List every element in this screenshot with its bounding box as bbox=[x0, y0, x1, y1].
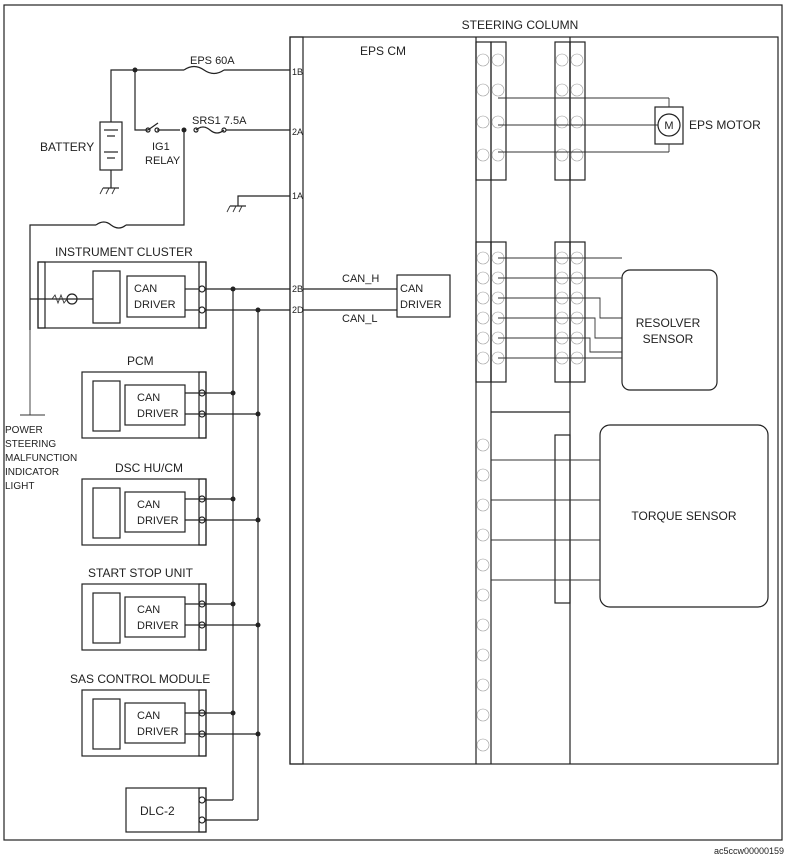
svg-text:STEERING: STEERING bbox=[5, 439, 56, 450]
fuse-eps-label: EPS 60A bbox=[190, 55, 235, 67]
svg-text:DRIVER: DRIVER bbox=[137, 620, 179, 632]
svg-text:INDICATOR: INDICATOR bbox=[5, 467, 59, 478]
svg-text:POWER: POWER bbox=[5, 425, 43, 436]
indicator-fuse bbox=[95, 221, 127, 229]
eps-can-driver bbox=[396, 274, 451, 318]
eps-cm-connector bbox=[289, 36, 304, 765]
ig1-relay-switch bbox=[145, 122, 160, 133]
terminal-1b: 1B bbox=[292, 67, 303, 77]
pcm-module bbox=[81, 371, 207, 439]
steering-column-frame bbox=[289, 36, 779, 765]
terminal-2a: 2A bbox=[292, 127, 303, 137]
svg-text:CAN: CAN bbox=[137, 604, 160, 616]
power-wires bbox=[29, 69, 290, 330]
pcm-label: PCM bbox=[127, 354, 154, 368]
torque-sensor bbox=[599, 424, 769, 608]
can-bus bbox=[206, 288, 290, 820]
motor-symbol: M bbox=[664, 120, 673, 132]
svg-text:DRIVER: DRIVER bbox=[137, 408, 179, 420]
terminal-2b: 2B bbox=[292, 284, 303, 294]
eps-can-label-2: DRIVER bbox=[400, 299, 442, 311]
eps-motor: M EPS MOTOR bbox=[654, 98, 761, 152]
svg-text:DRIVER: DRIVER bbox=[137, 515, 179, 527]
eps-cm-label: EPS CM bbox=[360, 44, 406, 58]
battery-label: BATTERY bbox=[40, 140, 94, 154]
cluster-can-label-2: DRIVER bbox=[134, 299, 176, 311]
dsc-module bbox=[81, 478, 207, 546]
instrument-cluster-label: INSTRUMENT CLUSTER bbox=[55, 245, 193, 259]
start-stop-module bbox=[81, 583, 207, 651]
resolver-wires bbox=[498, 257, 622, 359]
eps-can-label-1: CAN bbox=[400, 283, 423, 295]
terminal-1a: 1A bbox=[292, 191, 303, 201]
cluster-can-label-1: CAN bbox=[134, 283, 157, 295]
torque-wires bbox=[491, 459, 600, 581]
fuse-eps bbox=[183, 65, 225, 75]
warning-light-label: POWER STEERING MALFUNCTION INDICATOR LIG… bbox=[5, 425, 77, 492]
sas-module bbox=[81, 689, 207, 757]
svg-text:DRIVER: DRIVER bbox=[137, 726, 179, 738]
pin-circles bbox=[476, 53, 584, 752]
dlc-label: DLC-2 bbox=[140, 804, 175, 818]
outer-frame bbox=[3, 4, 783, 841]
ground-1a bbox=[226, 205, 246, 213]
svg-text:CAN: CAN bbox=[137, 710, 160, 722]
relay-label-2: RELAY bbox=[145, 155, 181, 167]
resolver-sensor bbox=[621, 269, 718, 391]
steering-column-label: STEERING COLUMN bbox=[462, 18, 579, 32]
instrument-cluster-module bbox=[37, 261, 207, 329]
resolver-label-1: RESOLVER bbox=[636, 316, 701, 330]
battery-symbol bbox=[99, 121, 123, 195]
terminal-2d: 2D bbox=[292, 305, 304, 315]
fuse-srs bbox=[193, 126, 227, 134]
svg-text:MALFUNCTION: MALFUNCTION bbox=[5, 453, 77, 464]
column-connector-upper bbox=[475, 41, 492, 181]
torque-sensor-label: TORQUE SENSOR bbox=[631, 509, 736, 523]
svg-text:CAN: CAN bbox=[137, 392, 160, 404]
svg-text:CAN: CAN bbox=[137, 499, 160, 511]
sas-label: SAS CONTROL MODULE bbox=[70, 672, 210, 686]
footer-code: ac5ccw00000159 bbox=[714, 846, 784, 856]
eps-motor-label: EPS MOTOR bbox=[689, 118, 761, 132]
fuse-srs-label: SRS1 7.5A bbox=[192, 115, 247, 127]
column-connector-lower bbox=[554, 434, 571, 604]
svg-text:LIGHT: LIGHT bbox=[5, 481, 34, 492]
start-stop-label: START STOP UNIT bbox=[88, 566, 194, 580]
dsc-label: DSC HU/CM bbox=[115, 461, 183, 475]
warning-lamp bbox=[20, 293, 93, 416]
can-h-label: CAN_H bbox=[342, 273, 379, 285]
resolver-label-2: SENSOR bbox=[643, 332, 694, 346]
motor-wires bbox=[498, 97, 669, 153]
cluster-can-driver bbox=[126, 275, 186, 318]
can-l-label: CAN_L bbox=[342, 313, 377, 325]
relay-label-1: IG1 bbox=[152, 141, 170, 153]
